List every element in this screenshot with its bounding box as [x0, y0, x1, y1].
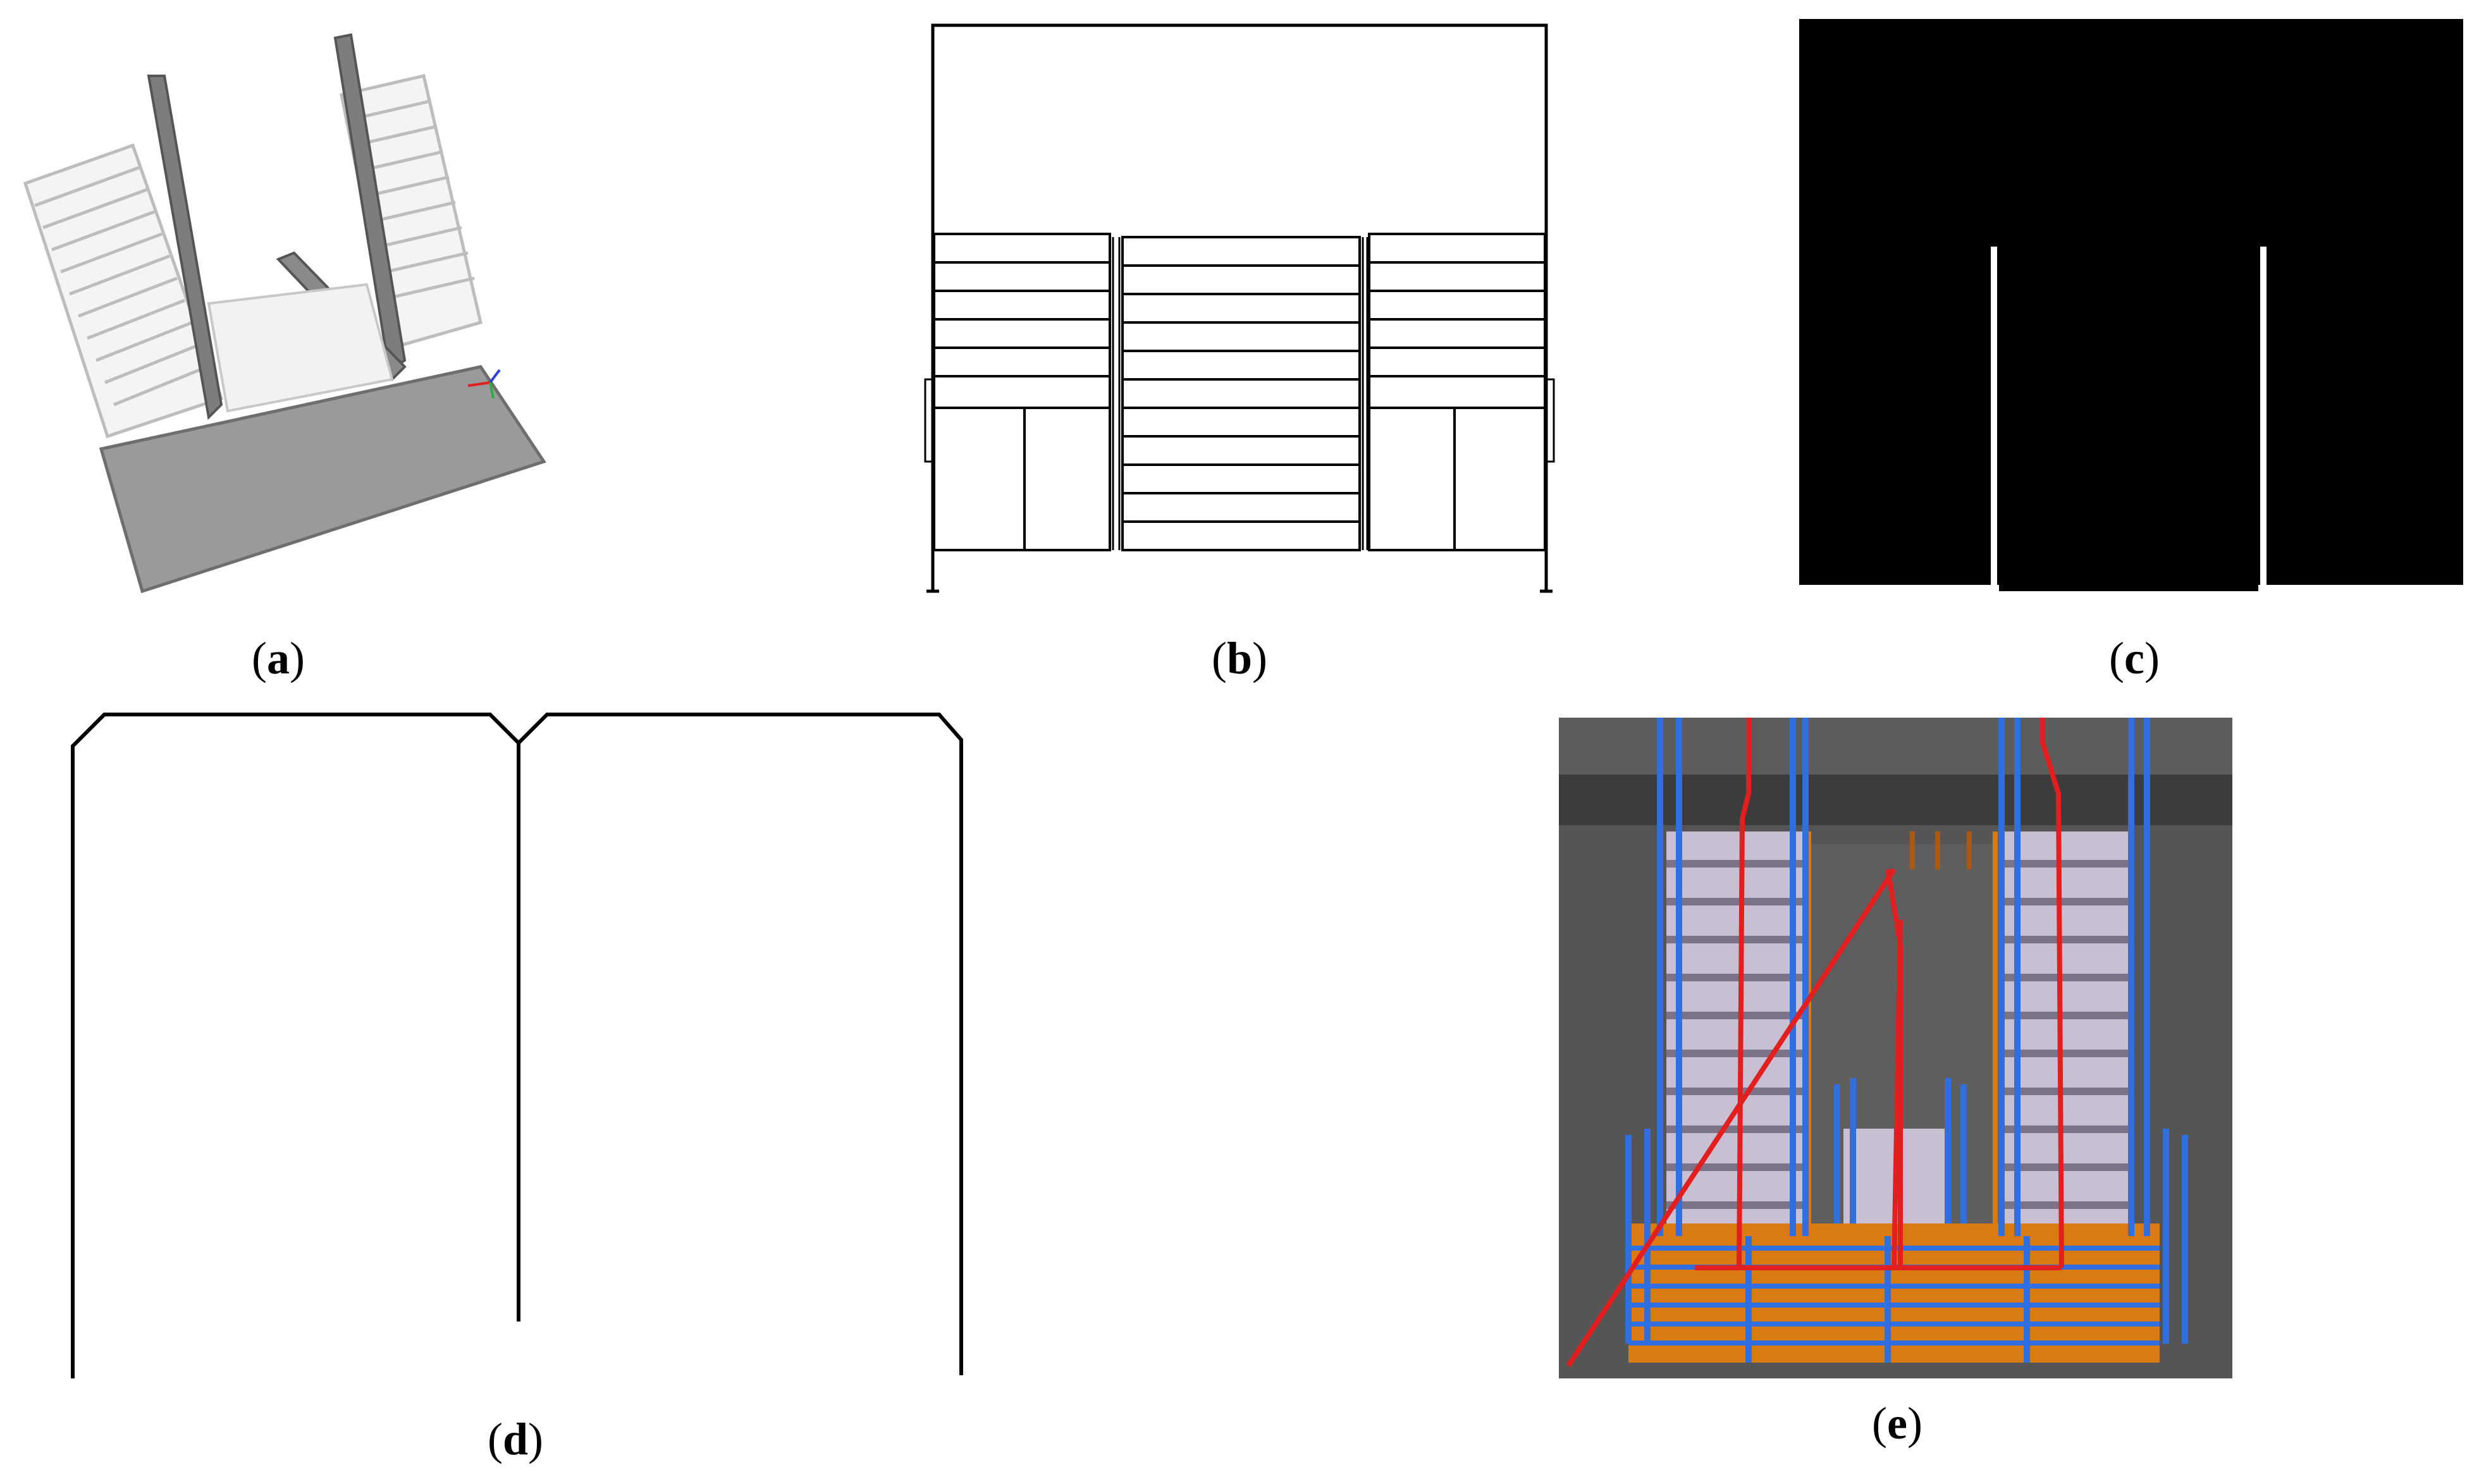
ground-slab	[99, 365, 546, 594]
panel-d-contour	[71, 713, 963, 1378]
left-handrail	[147, 75, 223, 420]
caption-c: (c)	[2109, 633, 2160, 684]
orange-posts	[1910, 831, 1972, 869]
caption-e: (e)	[1872, 1398, 1922, 1449]
caption-a-label: a	[267, 633, 290, 684]
caption-d: (d)	[487, 1414, 543, 1464]
left-stair-steps	[1666, 831, 1802, 1242]
right-landing	[1368, 233, 1546, 551]
mask-center-region	[1999, 247, 2258, 591]
caption-b: (b)	[1211, 633, 1267, 684]
left-flight	[23, 143, 224, 439]
center-flight	[1121, 236, 1361, 551]
caption-e-label: e	[1887, 1398, 1907, 1449]
blue-railings	[1625, 718, 2188, 1363]
right-contour	[517, 713, 963, 1375]
right-handrail	[333, 33, 407, 372]
panel-c-mask	[1799, 19, 2463, 591]
caption-b-label: b	[1226, 633, 1253, 684]
caption-d-label: d	[502, 1414, 529, 1464]
caption-c-label: c	[2124, 633, 2144, 684]
mask-top-region	[1799, 19, 2463, 247]
caption-a: (a)	[252, 633, 305, 684]
balusters	[1112, 237, 1369, 550]
red-path	[1566, 718, 2064, 1368]
middle-flight	[207, 283, 394, 413]
panel-e-path-render	[1559, 718, 2232, 1378]
left-contour	[71, 713, 520, 1378]
axis-gizmo-icon	[467, 369, 501, 399]
panel-a-3d-render	[23, 33, 546, 594]
left-landing	[933, 233, 1111, 551]
mask-right-region	[2268, 247, 2463, 585]
right-stair-steps	[2005, 831, 2134, 1242]
panel-b-floorplan	[924, 23, 1555, 593]
